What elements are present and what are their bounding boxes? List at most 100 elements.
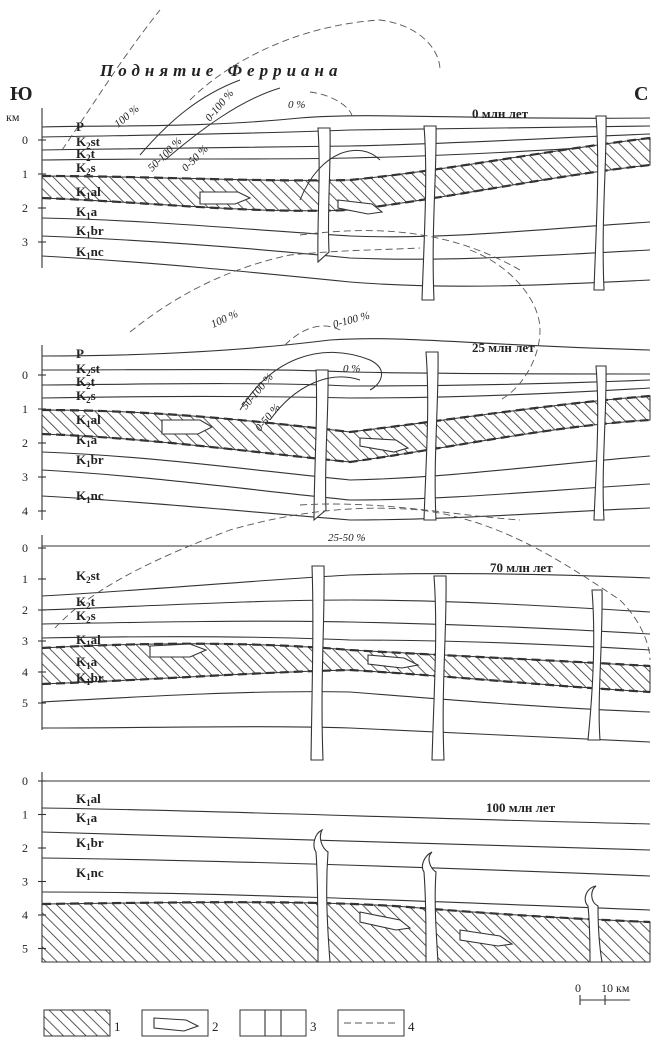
depth-unit-label: км	[6, 110, 20, 124]
legend-label: 1	[114, 1019, 121, 1034]
layer-label: K2t	[76, 146, 96, 163]
reservoir-bottom-dashed	[41, 668, 651, 694]
isoline-x	[309, 91, 353, 121]
horizon-line	[41, 451, 651, 481]
horizon-line	[41, 891, 651, 911]
legend-migration-arrow-icon	[153, 1017, 200, 1032]
isoline-x	[189, 19, 441, 101]
percent-label: 0 %	[288, 99, 305, 111]
depth-tick-label: 0	[22, 368, 28, 382]
layer-label: K1a	[76, 654, 98, 671]
reservoir-top-dashed	[41, 642, 651, 668]
layer-label: K1al	[76, 632, 101, 649]
salt-diapir	[421, 851, 439, 963]
layer-label: P	[76, 119, 84, 134]
migration-arrow	[161, 419, 214, 435]
salt-diapir	[584, 885, 603, 963]
layer-label: K1al	[76, 791, 101, 808]
salt-diapir	[593, 365, 607, 521]
depth-tick-label: 3	[22, 235, 28, 249]
panel-100-ma	[41, 772, 651, 963]
layer-label: K1br	[76, 835, 104, 852]
depth-tick-label: 4	[22, 504, 28, 518]
percent-label: 0 %	[343, 363, 360, 375]
horizon-line	[41, 235, 651, 260]
migration-arrow	[359, 911, 412, 931]
horizon-line	[41, 115, 651, 128]
layer-label: K1al	[76, 184, 101, 201]
salt-diapir	[317, 127, 331, 264]
horizon-line	[41, 217, 651, 238]
horizon-line	[41, 620, 651, 635]
layer-label: K2s	[76, 608, 96, 625]
layer-label: K1a	[76, 810, 98, 827]
legend: 1 2 3 4	[43, 1009, 415, 1037]
isoline-x	[54, 507, 651, 661]
direction-north: С	[634, 83, 648, 105]
panel-age-label: 0 млн лет	[472, 106, 529, 121]
depth-tick-label: 1	[22, 808, 28, 822]
salt-diapir	[313, 828, 331, 963]
isoline	[239, 351, 382, 411]
layer-label: P	[76, 346, 84, 361]
depth-tick-label: 4	[22, 665, 28, 679]
isoline	[269, 376, 361, 421]
depth-tick-label: 3	[22, 470, 28, 484]
reservoir-top-dashed	[41, 394, 651, 434]
salt-diapir	[431, 575, 447, 761]
depth-tick-label: 2	[22, 603, 28, 617]
horizon-line	[41, 143, 651, 161]
reservoir-top-dashed	[41, 136, 651, 182]
depth-tick-label: 5	[22, 696, 28, 710]
panel-0-ma	[41, 9, 651, 301]
panel-70-ma	[41, 507, 651, 761]
depth-tick-label: 1	[22, 167, 28, 181]
migration-arrow	[359, 437, 410, 453]
layer-label: K2st	[76, 134, 101, 151]
layer-label: K2s	[76, 160, 96, 177]
reservoir-layer-hatch	[41, 643, 651, 693]
horizon-line	[41, 691, 651, 713]
isoline-x	[299, 503, 521, 521]
percent-label: 50-100 %	[146, 135, 185, 174]
depth-tick-label: 2	[22, 201, 28, 215]
legend-diapir-icon	[264, 1009, 282, 1037]
panel-25-ma	[41, 247, 651, 522]
depth-tick-label: 0	[22, 133, 28, 147]
isoline-x	[469, 249, 541, 401]
depth-tick-label: 2	[22, 436, 28, 450]
direction-south: Ю	[10, 83, 33, 105]
horizon-line	[41, 495, 651, 521]
isoline-x	[299, 230, 521, 271]
salt-diapir	[593, 115, 607, 291]
horizon-line	[41, 379, 651, 387]
depth-tick-label: 3	[22, 634, 28, 648]
depth-tick-label: 1	[22, 572, 28, 586]
legend-label: 4	[408, 1019, 415, 1034]
horizon-line	[41, 255, 651, 287]
horizon-line	[41, 469, 651, 501]
horizon-line	[41, 599, 651, 613]
figure-title: Поднятие Ферриана	[99, 61, 343, 80]
depth-tick-label: 4	[22, 908, 28, 922]
horizon-line	[41, 387, 651, 399]
migration-arrow	[367, 654, 420, 669]
isoline-x	[129, 247, 421, 333]
horizon-line	[41, 338, 651, 357]
horizon-line	[41, 133, 651, 151]
scale-bar: 0 10 км	[575, 981, 630, 1005]
panel-age-label: 25 млн лет	[472, 340, 535, 355]
horizon-line	[41, 726, 651, 743]
layer-label: K1a	[76, 432, 98, 449]
depth-tick-label: 0	[22, 774, 28, 788]
depth-tick-label: 3	[22, 875, 28, 889]
scale-bar-end: 10 км	[601, 981, 630, 995]
horizon-line	[41, 831, 651, 851]
reservoir-top-dashed	[41, 901, 651, 924]
percent-label: 25-50 %	[328, 532, 366, 544]
legend-swatch-hatch	[43, 1009, 111, 1037]
layer-label: K2st	[76, 568, 101, 585]
isoline	[164, 87, 281, 161]
